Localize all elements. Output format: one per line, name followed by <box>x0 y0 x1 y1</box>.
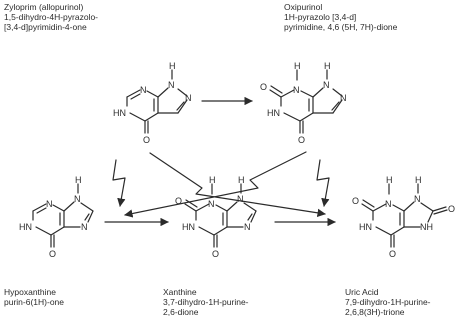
oxipurinol-iupac-line-2: pyrimidine, 4,6 (5H, 7H)-dione <box>284 22 398 32</box>
atom-label: N <box>414 194 421 204</box>
atom-label: O <box>448 204 455 214</box>
atom-label: H <box>324 61 331 71</box>
uric-acid-name: Uric Acid <box>345 287 379 297</box>
atom-label: N <box>293 85 300 95</box>
oxipurinol-structure <box>269 69 343 134</box>
uric-acid-structure <box>361 183 448 248</box>
hypoxanthine-structure <box>32 183 94 248</box>
atom-label: N <box>185 93 192 103</box>
atom-label: H <box>169 61 176 71</box>
xanthine-name: Xanthine <box>163 287 197 297</box>
atom-label: H <box>209 175 216 185</box>
inhibition-arrow-zyloprim-to-uric-step <box>149 152 326 217</box>
inhibition-arrow-zyloprim <box>112 159 126 207</box>
oxipurinol-caption: Oxipurinol 1H-pyrazolo [3,4-d] pyrimidin… <box>284 2 397 32</box>
uric-acid-iupac-line-1: 7,9-dihydro-1H-purine- <box>345 297 431 307</box>
inhibition-arrow-oxipurinol <box>316 159 330 207</box>
xanthine-iupac-line-1: 3,7-dihydro-1H-purine- <box>163 297 249 307</box>
atom-label: H <box>238 175 245 185</box>
atom-label: N <box>385 199 392 209</box>
atom-label: O <box>143 135 150 145</box>
zyloprim-name: Zyloprim (allopurinol) <box>4 2 84 12</box>
atom-label: O <box>389 249 396 259</box>
atom-label: HN <box>267 108 280 118</box>
atom-label: H <box>75 175 82 185</box>
atom-label: O <box>352 196 359 206</box>
atom-label: N <box>74 194 81 204</box>
atom-label: HN <box>113 108 126 118</box>
uric-acid-caption: Uric Acid 7,9-dihydro-1H-purine- 2,6,8(3… <box>345 287 431 317</box>
oxipurinol-name: Oxipurinol <box>284 2 323 12</box>
zyloprim-structure <box>126 69 188 134</box>
atom-label: O <box>212 249 219 259</box>
hypoxanthine-name: Hypoxanthine <box>4 287 56 297</box>
atom-label: N <box>168 80 175 90</box>
atom-label: N <box>340 93 347 103</box>
zyloprim-iupac-line-1: 1,5-dihydro-4H-pyrazolo- <box>4 12 99 22</box>
atom-label: N <box>323 80 330 90</box>
xanthine-caption: Xanthine 3,7-dihydro-1H-purine- 2,6-dion… <box>163 287 249 317</box>
atom-label: N <box>81 222 88 232</box>
atom-label: N <box>208 199 215 209</box>
inhibition-arrow-oxipurinol-to-xanthine-step <box>124 151 307 218</box>
atom-label: N <box>237 194 244 204</box>
oxipurinol-iupac-line-1: 1H-pyrazolo [3,4-d] <box>284 12 357 22</box>
xanthine-iupac-line-2: 2,6-dione <box>163 307 199 317</box>
atom-label: O <box>260 82 267 92</box>
atom-labels: N N H N HN O O N H N H N HN O N N H N HN… <box>19 61 455 259</box>
atom-label: HN <box>359 222 372 232</box>
atom-label: O <box>49 249 56 259</box>
atom-label: H <box>415 175 422 185</box>
hypoxanthine-iupac-line-1: purin-6(1H)-one <box>4 297 64 307</box>
hypoxanthine-caption: Hypoxanthine purin-6(1H)-one <box>4 287 64 307</box>
zyloprim-caption: Zyloprim (allopurinol) 1,5-dihydro-4H-py… <box>4 2 98 32</box>
atom-label: O <box>175 196 182 206</box>
atom-label: NH <box>420 222 433 232</box>
xanthine-structure <box>184 183 257 248</box>
atom-label: H <box>386 175 393 185</box>
atom-label: N <box>140 85 147 95</box>
atom-label: H <box>294 61 301 71</box>
zyloprim-iupac-line-2: [3,4-d]pyrimidin-4-one <box>4 22 87 32</box>
uric-acid-iupac-line-2: 2,6,8(3H)-trione <box>345 307 405 317</box>
atom-label: O <box>298 135 305 145</box>
atom-label: N <box>244 222 251 232</box>
atom-label: N <box>46 199 53 209</box>
atom-label: HN <box>182 222 195 232</box>
atom-label: HN <box>19 222 32 232</box>
